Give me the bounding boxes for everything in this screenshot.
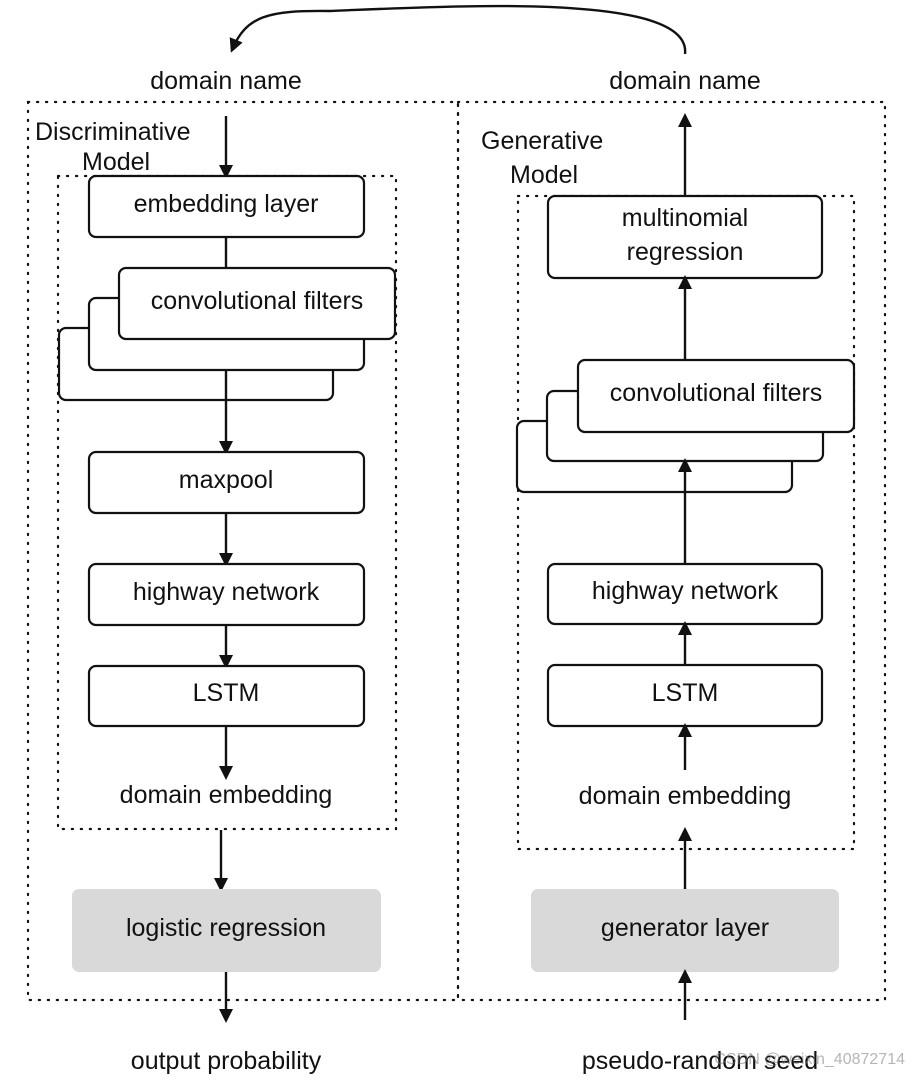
top-curved-connector <box>229 4 687 55</box>
disc-logistic-regression-box <box>72 889 381 972</box>
disc-maxpool-label: maxpool <box>179 466 274 494</box>
discriminator-title-line2: Model <box>82 148 150 176</box>
disc-output-probability-label: output probability <box>131 1047 322 1075</box>
disc-embedding-layer-label: embedding layer <box>134 190 319 218</box>
gen-pseudo-random-seed-label: pseudo-random seed <box>582 1047 818 1075</box>
discriminator-title-line1: Discriminative <box>35 118 191 146</box>
gen-generator-layer-label: generator layer <box>601 914 769 942</box>
disc-logistic-regression-label: logistic regression <box>126 914 326 942</box>
generator-outer-container <box>456 100 887 1002</box>
disc-highway-network-label: highway network <box>133 578 320 606</box>
generator-title-line1: Generative <box>481 127 603 155</box>
disc-lstm-label: LSTM <box>193 679 260 707</box>
gen-domain-embedding-label: domain embedding <box>579 782 792 810</box>
disc-convolutional-filters-box <box>117 266 397 341</box>
top-right-domain-name: domain name <box>609 67 760 95</box>
gen-multinomial-line1-label: multinomial <box>622 204 748 232</box>
discriminator-outer-container <box>26 100 460 1002</box>
gen-lstm-label: LSTM <box>652 679 719 707</box>
gen-multinomial-line2-label: regression <box>627 238 744 266</box>
top-left-domain-name: domain name <box>150 67 301 95</box>
disc-domain-embedding-label: domain embedding <box>120 781 333 809</box>
gen-convolutional-filters-label: convolutional filters <box>610 379 823 407</box>
discriminator-inner-container <box>56 174 398 831</box>
gen-convolutional-filters-box <box>576 358 856 434</box>
disc-convolutional-filters-label: convolutional filters <box>151 287 364 315</box>
gen-generator-layer-box <box>531 889 839 972</box>
watermark-text: CSDN @weixin_40872714 <box>714 1051 905 1068</box>
generator-title-line2: Model <box>510 161 578 189</box>
gen-highway-network-label: highway network <box>592 577 779 605</box>
